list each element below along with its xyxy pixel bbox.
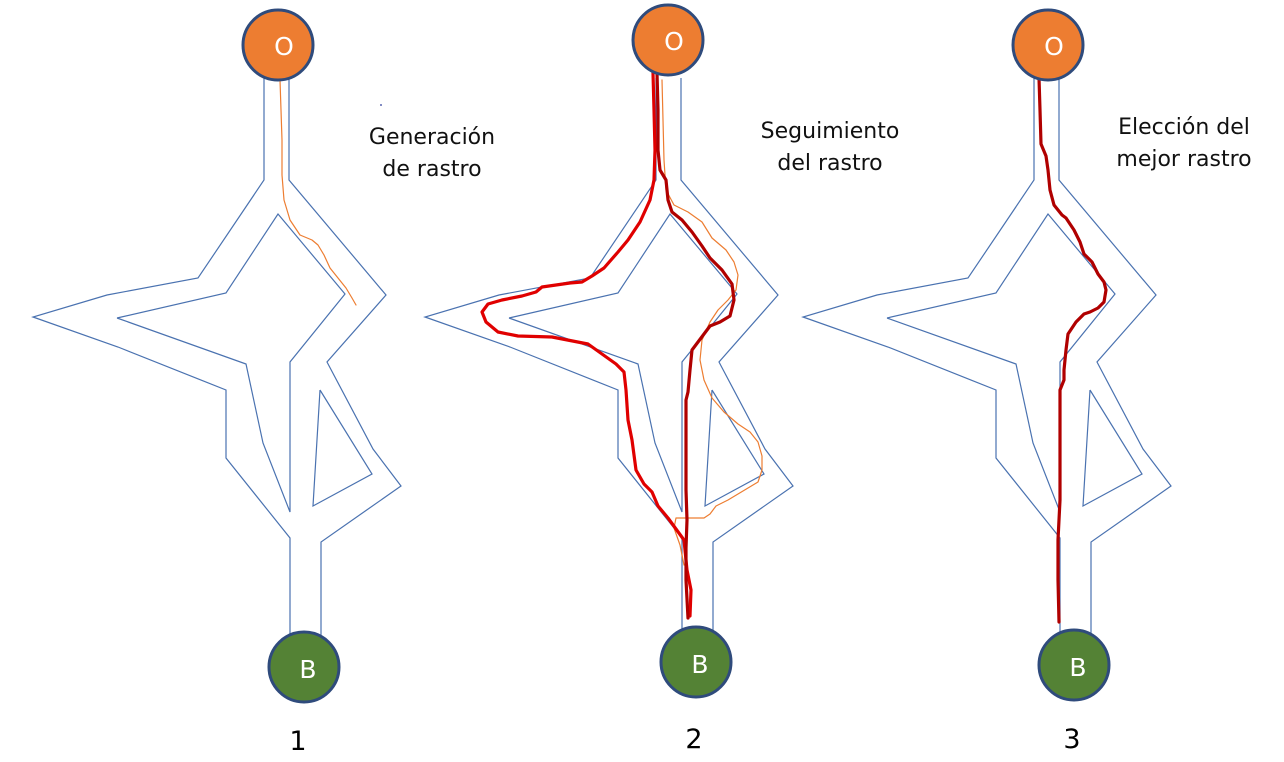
maze-triangle-island <box>704 389 765 508</box>
origin-label: O <box>1044 32 1064 61</box>
origin-node: O <box>241 8 315 82</box>
maze-inner-block <box>116 212 346 513</box>
maze-outline <box>31 78 402 635</box>
trail-dark-red-right <box>655 71 736 620</box>
destination-label: B <box>299 655 316 684</box>
origin-node: O <box>631 3 705 77</box>
maze-outer-right-wall <box>288 78 402 635</box>
caption-line: del rastro <box>777 151 882 176</box>
panel-2: O B Seguimiento del rastro 2 <box>423 3 900 755</box>
destination-circle <box>1037 628 1111 702</box>
panel-number: 1 <box>289 726 306 757</box>
panel-3: O B Elección del mejor rastro 3 <box>801 8 1252 755</box>
origin-circle <box>1011 8 1085 82</box>
maze-outer-right-wall <box>680 78 794 635</box>
maze-outer-left-wall <box>423 78 683 635</box>
panel-caption: Generación de rastro <box>369 125 495 182</box>
destination-label: B <box>691 650 708 679</box>
trail-dark-red-best <box>1037 76 1108 624</box>
caption-line: mejor rastro <box>1116 147 1251 172</box>
panel-caption: Elección del mejor rastro <box>1116 115 1251 172</box>
maze-triangle-island <box>312 389 373 508</box>
maze-triangle-island <box>1082 389 1143 508</box>
origin-label: O <box>274 32 294 61</box>
caption-line: Generación <box>369 125 495 150</box>
destination-circle <box>267 630 341 704</box>
maze-outer-right-wall <box>1058 78 1172 635</box>
panel-number: 3 <box>1063 724 1080 755</box>
caption-line: de rastro <box>382 157 481 182</box>
maze-outer-left-wall <box>31 78 291 635</box>
panel-1: O B Generación de rastro 1 <box>31 8 495 757</box>
maze-outline <box>801 78 1172 635</box>
panel-number: 2 <box>685 724 702 755</box>
trail-bright-red-left <box>480 71 693 618</box>
caption-line: Seguimiento <box>761 119 900 144</box>
origin-label: O <box>664 27 684 56</box>
trail-thin-generation <box>279 79 357 306</box>
maze-outline <box>423 78 794 635</box>
destination-circle <box>659 625 733 699</box>
trail-thin-generation <box>661 79 763 566</box>
origin-node: O <box>1011 8 1085 82</box>
maze-inner-block <box>508 212 738 513</box>
stray-dot <box>380 104 382 106</box>
caption-line: Elección del <box>1118 115 1250 140</box>
destination-label: B <box>1069 653 1086 682</box>
origin-circle <box>241 8 315 82</box>
destination-node: B <box>267 630 341 704</box>
destination-node: B <box>659 625 733 699</box>
maze-inner-block <box>886 212 1116 513</box>
maze-outer-left-wall <box>801 78 1061 635</box>
origin-circle <box>631 3 705 77</box>
destination-node: B <box>1037 628 1111 702</box>
panel-caption: Seguimiento del rastro <box>761 119 900 176</box>
